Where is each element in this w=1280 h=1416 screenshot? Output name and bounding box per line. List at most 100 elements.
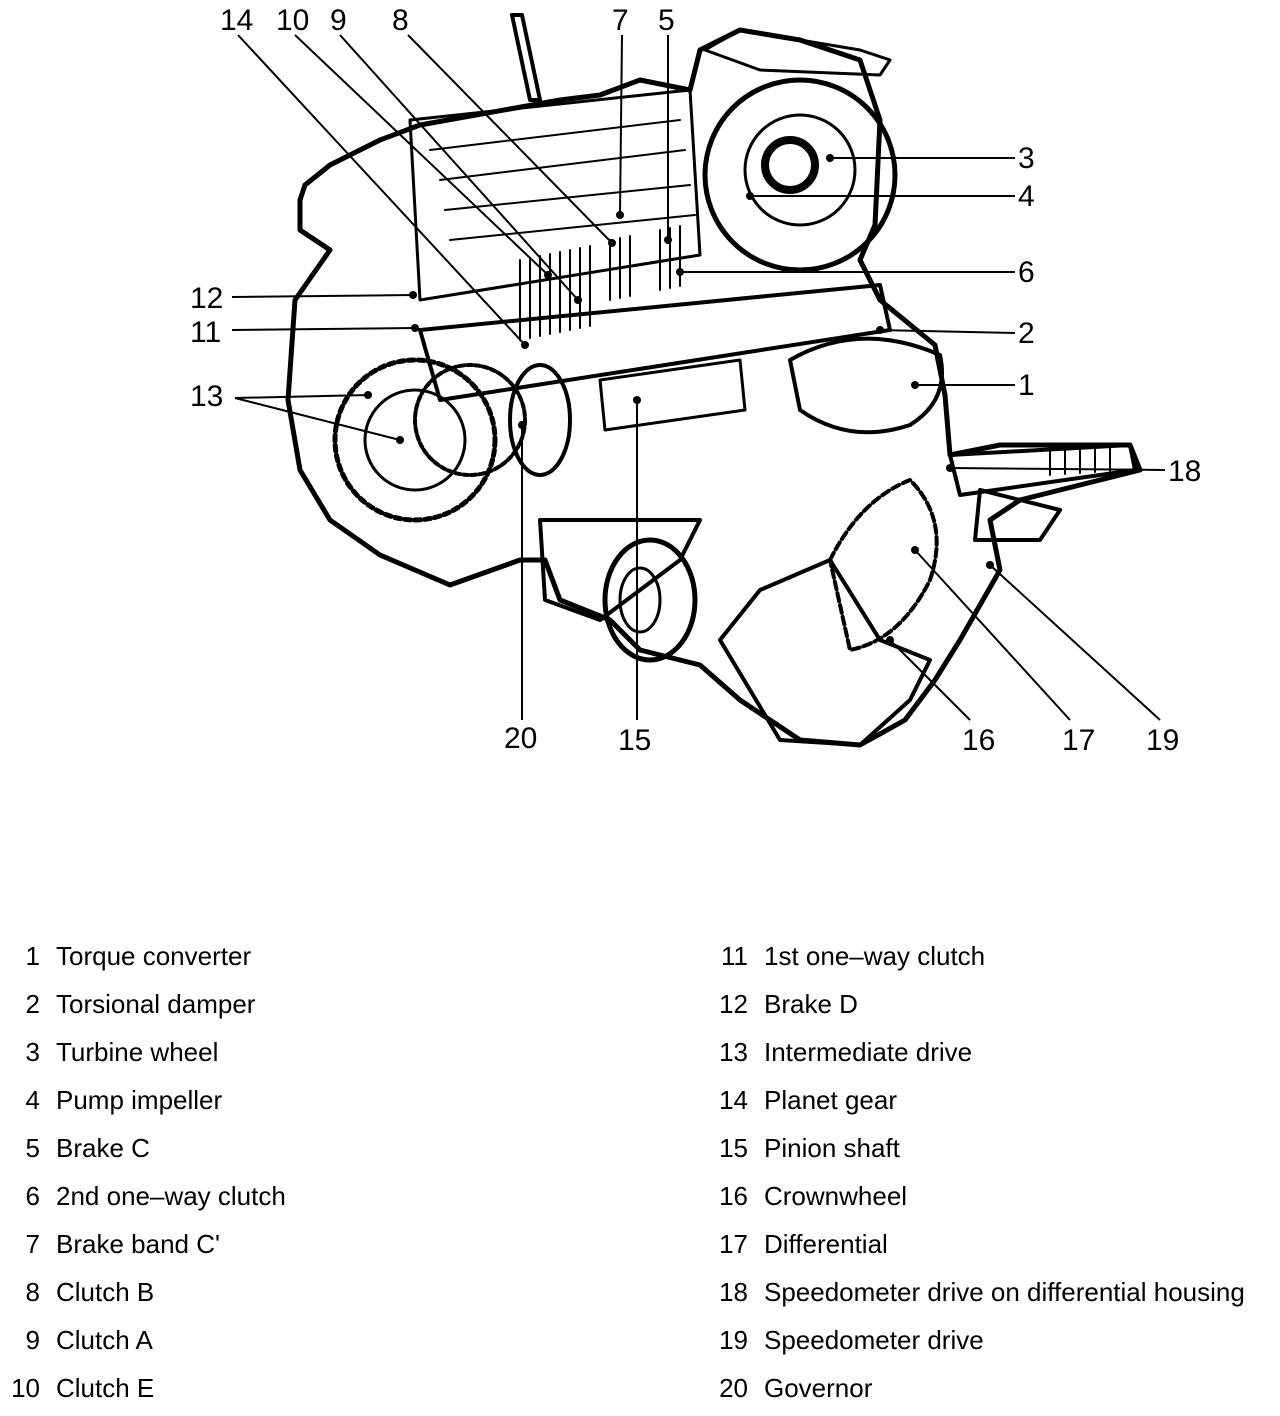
governor-drum [508, 363, 572, 477]
legend-label: Pinion shaft [764, 1133, 900, 1163]
legend-number: 18 [719, 1277, 748, 1307]
transmission-cutaway-diagram: 1 2 3 4 5 6 7 8 9 10 11 12 13 14 15 16 1… [190, 4, 1201, 757]
legend-label: Clutch B [56, 1277, 155, 1307]
legend-item: 16 Crownwheel [708, 1168, 1280, 1216]
legend-item: 14 Planet gear [708, 1072, 1280, 1120]
leader-14 [237, 34, 526, 346]
legend-item: 1 Torque converter [0, 928, 640, 976]
valve-body [408, 88, 702, 302]
converter-housing [702, 77, 898, 273]
legend-label: Torque converter [56, 941, 252, 971]
legend-label: Brake D [764, 989, 858, 1019]
leader-13a [234, 394, 369, 399]
legend-number: 6 [25, 1181, 40, 1211]
legend-number: 2 [25, 989, 40, 1019]
callout-8: 8 [392, 4, 409, 37]
leader-18 [949, 467, 1166, 471]
legend-item: 20 Governor [708, 1360, 1280, 1408]
legend-number: 9 [25, 1325, 40, 1355]
legend-item: 4 Pump impeller [0, 1072, 640, 1120]
legend-number: 16 [719, 1181, 748, 1211]
callout-14: 14 [220, 4, 253, 37]
transmission-illustration [285, 13, 1143, 748]
torque-converter-bowl [788, 336, 944, 435]
legend-number: 4 [25, 1085, 40, 1115]
legend-item: 13 Intermediate drive [708, 1024, 1280, 1072]
legend-item: 8 Clutch B [0, 1264, 640, 1312]
differential-housing [718, 558, 932, 747]
legend-item: 6 2nd one–way clutch [0, 1168, 640, 1216]
leader-19 [989, 564, 1161, 721]
callout-9: 9 [330, 4, 347, 37]
legend-item: 3 Turbine wheel [0, 1024, 640, 1072]
legend-label: Intermediate drive [764, 1037, 973, 1067]
legend-label: Pump impeller [56, 1085, 223, 1115]
callout-15: 15 [618, 724, 651, 757]
legend-number: 20 [719, 1373, 748, 1403]
leader-9 [339, 34, 579, 301]
legend-label: 1st one–way clutch [764, 941, 986, 971]
legend-item: 9 Clutch A [0, 1312, 640, 1360]
clutch-packs [519, 225, 681, 341]
intermediate-drive-gear-small [413, 363, 527, 477]
callout-13: 13 [190, 380, 223, 413]
leader-2 [879, 329, 1016, 334]
callout-20: 20 [504, 722, 537, 755]
legend-item: 5 Brake C [0, 1120, 640, 1168]
legend-label: Brake C [56, 1133, 150, 1163]
legend-number: 7 [25, 1229, 40, 1259]
legend-number: 17 [719, 1229, 748, 1259]
callout-3: 3 [1018, 142, 1035, 175]
callout-1: 1 [1018, 369, 1035, 402]
legend-number: 3 [25, 1037, 40, 1067]
legend-number: 15 [719, 1133, 748, 1163]
legend-number: 8 [25, 1277, 40, 1307]
mounting-bracket [703, 28, 892, 77]
callout-19: 19 [1146, 724, 1179, 757]
callout-18: 18 [1168, 455, 1201, 488]
callout-11: 11 [190, 316, 221, 349]
legend-label: Crownwheel [764, 1181, 908, 1211]
oil-pan [538, 518, 702, 622]
output-flange [602, 537, 698, 663]
legend-label: Clutch A [56, 1325, 153, 1355]
leader-8 [407, 34, 613, 244]
legend-item: 12 Brake D [708, 976, 1280, 1024]
leader-11 [231, 327, 416, 331]
callout-4: 4 [1018, 180, 1035, 213]
callout-6: 6 [1018, 256, 1035, 289]
legend-number: 5 [25, 1133, 40, 1163]
legend-number: 10 [11, 1373, 40, 1403]
legend-label: Turbine wheel [56, 1037, 219, 1067]
legend-number: 1 [25, 941, 40, 971]
callout-2: 2 [1018, 317, 1035, 350]
leader-10 [294, 34, 549, 276]
legend-item: 19 Speedometer drive [708, 1312, 1280, 1360]
legend-label: Speedometer drive [764, 1325, 984, 1355]
legend-number: 14 [719, 1085, 748, 1115]
legend-label: Brake band C' [56, 1229, 220, 1259]
intermediate-drive-gear-large [332, 357, 498, 523]
legend-number: 13 [719, 1037, 748, 1067]
crownwheel [828, 478, 939, 652]
leader-lines [231, 34, 1166, 721]
legend-label: Planet gear [764, 1085, 897, 1115]
legend-label: Differential [764, 1229, 888, 1259]
legend-label: 2nd one–way clutch [56, 1181, 286, 1211]
leader-12 [231, 294, 414, 298]
legend-item: 15 Pinion shaft [708, 1120, 1280, 1168]
callout-16: 16 [962, 724, 995, 757]
legend-number: 19 [719, 1325, 748, 1355]
legend-label: Governor [764, 1373, 873, 1403]
legend-item: 7 Brake band C' [0, 1216, 640, 1264]
leader-7 [619, 34, 623, 216]
dipstick-tube [510, 13, 542, 102]
legend-number: 12 [719, 989, 748, 1019]
leader-17 [914, 549, 1071, 721]
leader-dots [364, 154, 994, 644]
